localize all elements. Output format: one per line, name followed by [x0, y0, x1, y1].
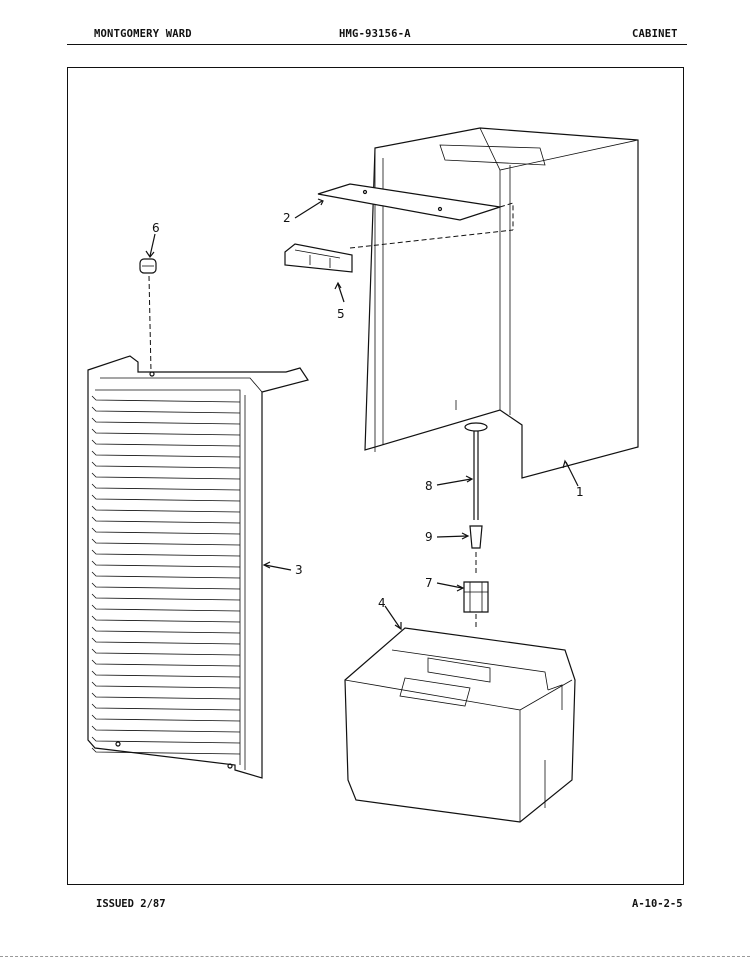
callout-labels: 2 5 6 3 4 8 9 7 1 — [152, 211, 584, 610]
grille-slat — [91, 648, 241, 656]
grille-slat — [91, 571, 241, 579]
switch-bracket-part — [284, 229, 514, 273]
bottom-rule — [0, 956, 750, 957]
grille-slat — [91, 615, 241, 623]
grille-slat — [91, 406, 241, 414]
callout-5: 5 — [337, 307, 345, 321]
grille-slat — [91, 582, 241, 590]
grille-slat — [91, 593, 241, 601]
callout-2: 2 — [283, 211, 291, 225]
cabinet-shell-part — [364, 127, 639, 479]
grille-slat — [91, 461, 241, 469]
header-model-number: HMG-93156-A — [339, 28, 411, 40]
callout-4: 4 — [378, 596, 386, 610]
grille-slat — [91, 626, 241, 634]
grille-slat — [91, 560, 241, 568]
footer-page-code: A-10-2-5 — [632, 898, 683, 910]
grille-slat — [91, 483, 241, 491]
grille-slat — [91, 527, 241, 535]
header-brand: MONTGOMERY WARD — [94, 28, 192, 40]
water-bucket-part — [344, 627, 576, 823]
float-fitting-part — [463, 552, 489, 628]
grille-slat — [91, 670, 241, 678]
grille-slat — [91, 516, 241, 524]
diagram-frame — [67, 67, 684, 885]
front-grille-part — [87, 355, 309, 779]
grille-slat — [91, 439, 241, 447]
grille-slat — [91, 505, 241, 513]
grille-slat — [91, 747, 241, 755]
grille-slat — [91, 703, 241, 711]
header-section: CABINET — [632, 28, 678, 40]
knob-part — [139, 258, 157, 373]
grille-slat — [91, 395, 241, 403]
grille-slat — [91, 450, 241, 458]
callout-9: 9 — [425, 530, 433, 544]
top-plate-part — [317, 183, 514, 230]
callout-8: 8 — [425, 479, 433, 493]
grille-slat — [91, 681, 241, 689]
grille-slat — [91, 637, 241, 645]
callout-3: 3 — [295, 563, 303, 577]
rod-part — [464, 422, 488, 520]
grille-slat — [91, 538, 241, 546]
grille-slat — [91, 725, 241, 733]
footer-issue-date: ISSUED 2/87 — [96, 898, 166, 910]
grille-slat — [91, 494, 241, 502]
grille-slat — [91, 692, 241, 700]
grille-slat — [91, 736, 241, 744]
grille-slat — [91, 604, 241, 612]
grille-slat — [91, 659, 241, 667]
callout-7: 7 — [425, 576, 433, 590]
header-rule — [67, 44, 687, 45]
leader-arrows — [145, 198, 579, 631]
grille-slats — [91, 395, 241, 755]
bushing-part — [469, 525, 483, 549]
callout-1: 1 — [576, 485, 584, 499]
callout-6: 6 — [152, 221, 160, 235]
grille-slat — [91, 472, 241, 480]
grille-slat — [91, 417, 241, 425]
grille-slat — [91, 549, 241, 557]
grille-slat — [91, 428, 241, 436]
grille-slat — [91, 714, 241, 722]
